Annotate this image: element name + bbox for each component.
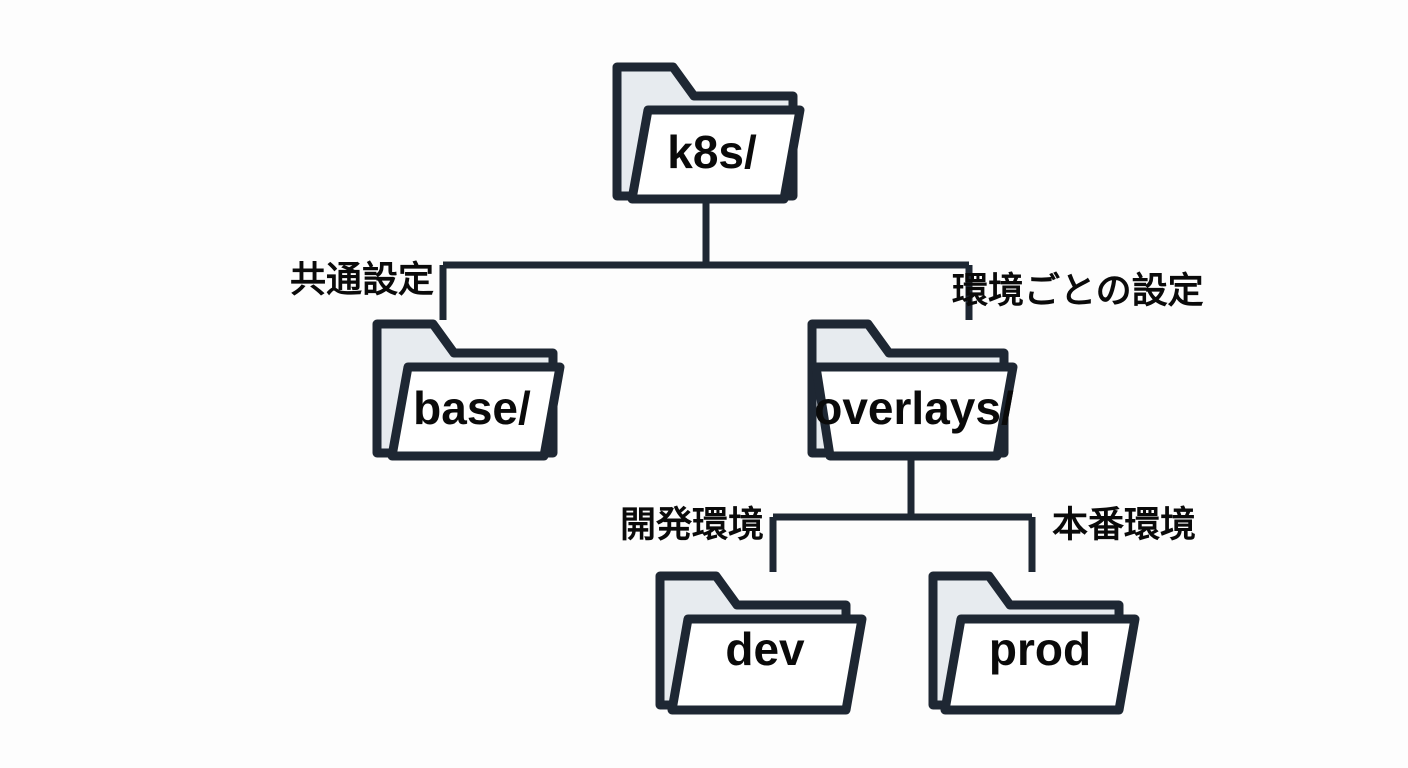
node-dev[interactable]: dev — [655, 571, 867, 715]
edge-label-dev: 開発環境 — [620, 504, 764, 545]
edge-label-prod: 本番環境 — [1052, 504, 1196, 545]
folder-front-panel-dev — [667, 614, 867, 715]
edge-label-group: 共通設定 環境ごとの設定 開発環境 本番環境 — [290, 259, 1204, 545]
edge-label-overlays: 環境ごとの設定 — [952, 270, 1204, 311]
connector-group — [439, 203, 1036, 572]
folder-label-prod: prod — [989, 623, 1091, 675]
node-overlays[interactable]: overlays/ — [807, 319, 1018, 461]
folder-label-base: base/ — [413, 382, 531, 434]
folder-label-dev: dev — [725, 623, 805, 675]
folder-front-panel-base — [387, 362, 565, 461]
folder-front-panel-overlays — [811, 362, 1018, 461]
folder-label-overlays: overlays/ — [814, 382, 1014, 434]
folder-label-k8s: k8s/ — [667, 126, 757, 178]
node-prod[interactable]: prod — [928, 571, 1140, 715]
folder-front-panel-prod — [940, 614, 1140, 715]
edge-label-base: 共通設定 — [290, 259, 434, 300]
node-k8s[interactable]: k8s/ — [612, 62, 805, 204]
folder-front-panel-k8s — [627, 105, 805, 204]
node-base[interactable]: base/ — [372, 319, 565, 461]
